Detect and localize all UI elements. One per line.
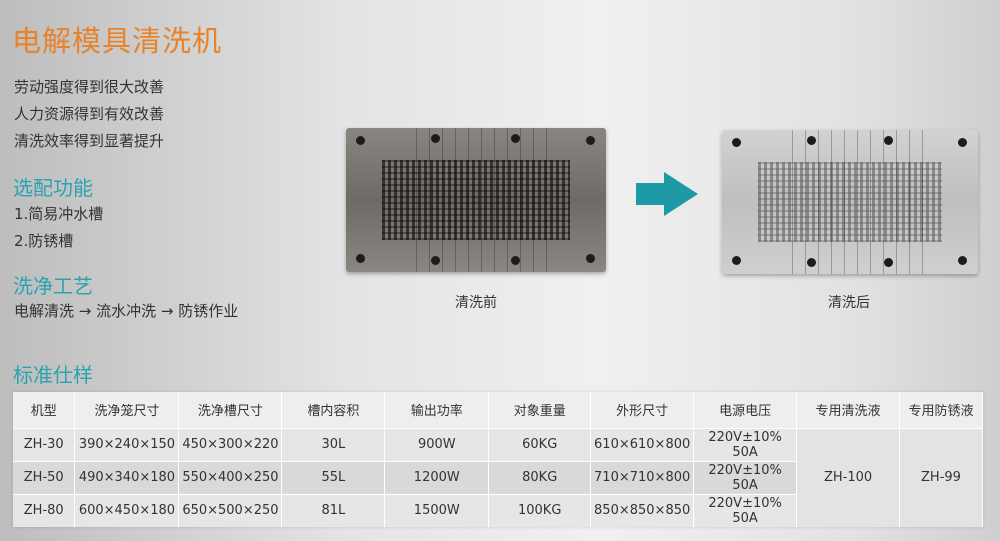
cell: ZH-30 — [13, 427, 76, 461]
cell: 600×450×180 — [74, 493, 180, 527]
col-header: 机型 — [13, 392, 76, 428]
table-row: ZH-30 390×240×150 450×300×220 30L 900W 6… — [13, 427, 983, 527]
col-header: 对象重量 — [488, 392, 592, 428]
spec-heading: 标准仕样 — [13, 363, 93, 387]
table-row: ZH-80 600×450×180 650×500×250 81L 1500W … — [13, 493, 983, 527]
cell: 30L — [281, 427, 386, 461]
cell: 550×400×250 — [178, 460, 283, 494]
cell: 220V±10% 50A — [693, 427, 798, 461]
arrow-right-icon — [664, 172, 698, 216]
rust-fluid-cell: ZH-99 — [899, 427, 983, 527]
cell: 610×610×800 — [590, 427, 695, 461]
cell: 80KG — [488, 460, 592, 494]
cell: ZH-50 — [13, 460, 76, 494]
cell: 850×850×850 — [590, 493, 695, 527]
cell: 100KG — [488, 493, 592, 527]
cell: 220V±10% 50A — [693, 460, 798, 494]
mold-before-image — [346, 128, 606, 272]
benefit-3: 清洗效率得到显著提升 — [14, 132, 165, 150]
col-header: 外形尺寸 — [590, 392, 695, 428]
cell: ZH-80 — [13, 493, 76, 527]
col-header: 专用清洗液 — [796, 392, 900, 428]
benefit-1: 劳动强度得到很大改善 — [14, 78, 165, 96]
col-header: 槽内容积 — [281, 392, 386, 428]
col-header: 洗净槽尺寸 — [178, 392, 283, 428]
spec-table: 机型 洗净笼尺寸 洗净槽尺寸 槽内容积 输出功率 对象重量 外形尺寸 电源电压 … — [13, 392, 983, 527]
cell: 490×340×180 — [74, 460, 180, 494]
cell: 900W — [384, 427, 490, 461]
option-1: 1.简易冲水槽 — [14, 205, 104, 223]
after-label: 清洗后 — [828, 295, 870, 311]
cell: 1200W — [384, 460, 490, 494]
option-2: 2.防锈槽 — [14, 232, 74, 250]
process-text: 电解清洗 → 流水冲洗 → 防锈作业 — [14, 302, 239, 320]
cell: 220V±10% 50A — [693, 493, 798, 527]
arrow-shaft — [636, 183, 666, 205]
process-heading: 洗净工艺 — [13, 274, 93, 298]
cell: 1500W — [384, 493, 490, 527]
table-header-row: 机型 洗净笼尺寸 洗净槽尺寸 槽内容积 输出功率 对象重量 外形尺寸 电源电压 … — [13, 392, 983, 428]
col-header: 输出功率 — [384, 392, 490, 428]
cell: 55L — [281, 460, 386, 494]
cell: 650×500×250 — [178, 493, 283, 527]
page-title: 电解模具清洗机 — [12, 24, 223, 58]
cell: 390×240×150 — [74, 427, 180, 461]
before-label: 清洗前 — [455, 295, 497, 311]
col-header: 专用防锈液 — [899, 392, 983, 428]
col-header: 电源电压 — [693, 392, 798, 428]
cell: 710×710×800 — [590, 460, 695, 494]
table-row: ZH-50 490×340×180 550×400×250 55L 1200W … — [13, 460, 983, 494]
options-heading: 选配功能 — [13, 176, 93, 200]
cell: 81L — [281, 493, 386, 527]
cleaning-fluid-cell: ZH-100 — [796, 427, 900, 527]
mold-after-image — [722, 130, 978, 274]
cell: 450×300×220 — [178, 427, 283, 461]
cell: 60KG — [488, 427, 592, 461]
col-header: 洗净笼尺寸 — [74, 392, 180, 428]
benefit-2: 人力资源得到有效改善 — [14, 105, 165, 123]
